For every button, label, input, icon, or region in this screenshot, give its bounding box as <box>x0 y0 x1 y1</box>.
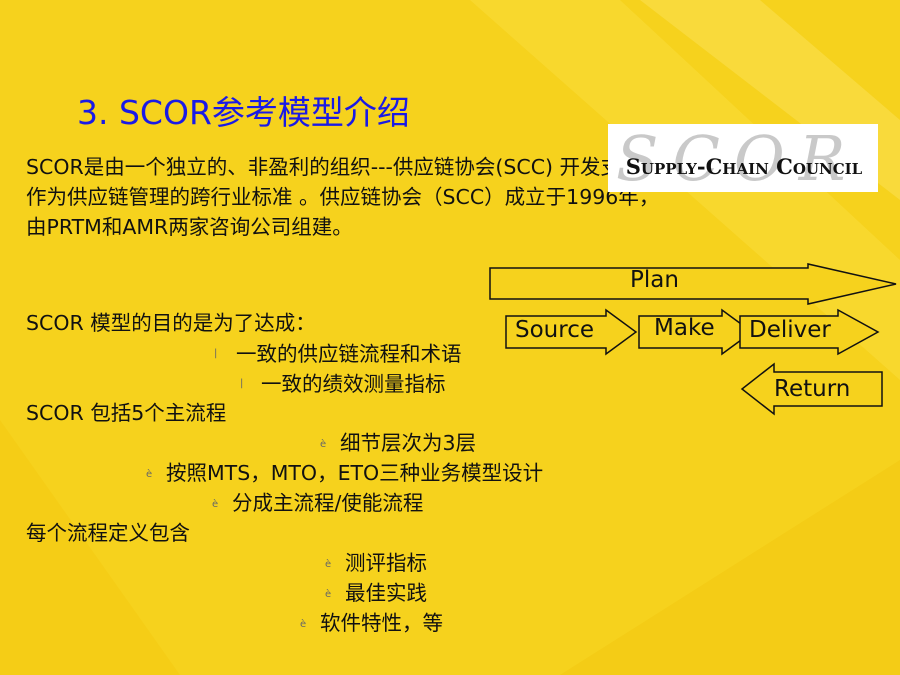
process-item: 细节层次为3层 <box>340 431 477 455</box>
process-heading: SCOR 包括5个主流程 <box>26 401 227 425</box>
bullet-icon: è <box>320 439 327 450</box>
deliver-label: Deliver <box>749 317 831 343</box>
definition-item: 软件特性，等 <box>320 611 443 635</box>
purpose-item: 一致的绩效测量指标 <box>261 372 446 396</box>
make-arrow <box>638 308 754 356</box>
bullet-icon: è <box>325 589 332 600</box>
definition-item: 最佳实践 <box>345 581 427 605</box>
process-item: 分成主流程/使能流程 <box>232 491 424 515</box>
logo-council-text: Supply-Chain Council <box>625 154 863 179</box>
intro-paragraph: SCOR是由一个独立的、非盈利的组织---供应链协会(SCC) 开发支持，作为供… <box>26 155 663 239</box>
bullet-icon: | <box>240 378 244 389</box>
bullet-icon: è <box>212 499 219 510</box>
bullet-icon: è <box>146 469 153 480</box>
purpose-heading: SCOR 模型的目的是为了达成： <box>26 311 316 335</box>
bullet-icon: | <box>214 348 218 359</box>
scc-logo: SCOR Supply-Chain Council <box>608 122 878 195</box>
plan-arrow <box>489 263 897 305</box>
purpose-item: 一致的供应链流程和术语 <box>236 342 462 366</box>
bullet-icon: è <box>300 619 307 630</box>
plan-label: Plan <box>630 267 679 293</box>
definition-item: 测评指标 <box>345 551 427 575</box>
logo-scor-text: SCOR <box>616 122 860 195</box>
source-arrow <box>505 308 638 356</box>
source-label: Source <box>515 317 594 343</box>
definition-heading: 每个流程定义包含 <box>26 521 190 545</box>
slide-title: 3. SCOR参考模型介绍 <box>77 93 410 132</box>
make-label: Make <box>654 315 715 341</box>
deliver-arrow <box>739 308 880 356</box>
return-arrow <box>740 362 883 416</box>
process-item: 按照MTS，MTO，ETO三种业务模型设计 <box>166 461 544 485</box>
return-label: Return <box>774 376 851 402</box>
bullet-icon: è <box>325 559 332 570</box>
